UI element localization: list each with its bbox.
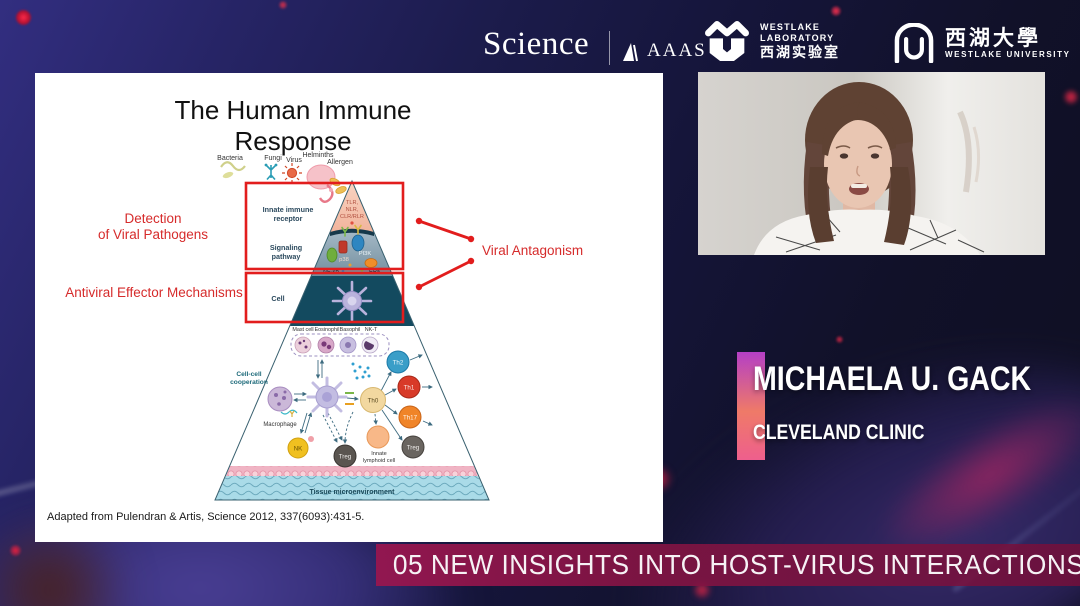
receptor-text: TLR, NLR, CLR/RLR: [340, 200, 364, 220]
svg-text:NLR,: NLR,: [346, 207, 359, 213]
red-bokeh-dot: [1064, 90, 1078, 104]
svg-text:CLR/RLR: CLR/RLR: [340, 214, 364, 220]
red-bokeh-dot: [836, 336, 843, 343]
session-banner: 05 NEW INSIGHTS INTO HOST-VIRUS INTERACT…: [376, 544, 1080, 586]
westlake-university-logo: 西湖大學 WESTLAKE UNIVERSITY: [893, 23, 1071, 63]
immune-pyramid-diagram: Bacteria Fungi Virus Helminths Allergen: [65, 152, 583, 501]
svg-text:Helminths: Helminths: [302, 152, 334, 159]
speaker-portrait: [698, 72, 1045, 255]
svg-text:p38: p38: [339, 257, 349, 263]
svg-text:cooperation: cooperation: [230, 379, 268, 386]
aaas-logo: AAAS: [622, 40, 707, 62]
red-bokeh-dot: [694, 582, 710, 598]
detection-label-line2: of Viral Pathogens: [98, 227, 208, 242]
svg-text:Innate immune: Innate immune: [263, 205, 314, 214]
svg-text:lymphoid cell: lymphoid cell: [363, 458, 395, 464]
svg-text:Th0: Th0: [368, 398, 379, 405]
speaker-affiliation: CLEVELAND CLINIC: [753, 421, 925, 444]
svg-text:Innate: Innate: [371, 451, 387, 457]
red-bokeh-dot: [10, 545, 21, 556]
svg-text:Cell: Cell: [271, 294, 284, 303]
signaling-molecules: [326, 234, 378, 273]
svg-text:Th1: Th1: [404, 385, 415, 392]
cooperation-label: Cell-cell cooperation: [230, 371, 268, 386]
svg-text:Mast cell: Mast cell: [292, 327, 313, 333]
speaker-accent-bar: [737, 352, 765, 460]
westlake-university-icon: [894, 23, 934, 63]
ilc-label: Innate lymphoid cell: [363, 451, 395, 464]
westlake-laboratory-en2: LABORATORY: [760, 33, 835, 43]
interaction-arrows: [293, 354, 433, 444]
svg-text:NK: NK: [294, 446, 303, 453]
red-bokeh-dot: [16, 10, 31, 25]
t-cell-circles: Th0 Th2 Th1 Th17 Treg Treg NK: [287, 350, 425, 468]
svg-text:pathway: pathway: [272, 252, 301, 261]
red-bokeh-dot: [831, 6, 841, 16]
presentation-slide: The Human Immune Response: [35, 73, 663, 542]
central-dendritic-cell: [306, 376, 354, 418]
svg-text:Eosinophil: Eosinophil: [315, 327, 340, 333]
pathogen-labels: Bacteria Fungi Virus Helminths Allergen: [217, 152, 353, 166]
slide-citation: Adapted from Pulendran & Artis, Science …: [47, 511, 365, 523]
svg-text:Treg: Treg: [339, 454, 352, 461]
svg-text:NK-T: NK-T: [365, 327, 378, 333]
westlake-laboratory-cn: 西湖实验室: [760, 44, 840, 60]
slide-title: The Human Immune Response: [174, 95, 412, 156]
svg-text:Th17: Th17: [403, 415, 418, 422]
svg-text:TLR,: TLR,: [346, 200, 359, 206]
svg-text:Fungi: Fungi: [264, 155, 282, 162]
effector-label: Antiviral Effector Mechanisms: [65, 285, 243, 300]
westlake-university-en: WESTLAKE UNIVERSITY: [945, 49, 1071, 59]
header-bar: Science AAAS WESTLAKE LABORATORY 西湖实验室: [0, 0, 1080, 72]
svg-text:receptor: receptor: [274, 214, 303, 223]
svg-text:Bacteria: Bacteria: [217, 155, 243, 162]
westlake-laboratory-logo: WESTLAKE LABORATORY 西湖实验室: [703, 21, 840, 61]
receptor-icons: [341, 221, 362, 237]
westlake-laboratory-icon: [705, 21, 750, 61]
detection-label-line1: Detection: [124, 211, 181, 226]
header-divider: [609, 31, 610, 65]
red-bokeh-dot: [279, 1, 287, 9]
macrophage-label: Macrophage: [263, 422, 297, 428]
innate-cell-row: [290, 333, 390, 357]
science-logo: Science: [483, 26, 590, 62]
innate-cell-labels: Mast cell Eosinophil Basophil NK-T: [292, 327, 378, 333]
cell-section-dendritic-cell: [331, 280, 373, 322]
tissue-label: Tissue microenvironment: [309, 489, 395, 496]
svg-text:Th2: Th2: [393, 360, 404, 367]
speaker-video: [698, 72, 1045, 255]
zone-labels: Innate immune receptor Signaling pathway…: [263, 205, 314, 303]
svg-text:Cell-cell: Cell-cell: [236, 371, 261, 378]
westlake-laboratory-en1: WESTLAKE: [760, 22, 821, 32]
red-annotation-overlay: Detection of Viral Pathogens Antiviral E…: [65, 181, 583, 324]
svg-text:Basophil: Basophil: [340, 327, 361, 333]
macrophage-cell: [267, 386, 298, 417]
speaker-face: [824, 120, 892, 208]
aaas-label: AAAS: [647, 40, 707, 61]
svg-text:PI3K: PI3K: [359, 251, 372, 257]
aaas-mark-icon: [623, 43, 638, 62]
session-banner-text: 05 NEW INSIGHTS INTO HOST-VIRUS INTERACT…: [392, 549, 1080, 580]
svg-text:Signaling: Signaling: [270, 243, 302, 252]
svg-text:Treg: Treg: [407, 445, 420, 452]
svg-text:Allergen: Allergen: [327, 159, 353, 166]
westlake-university-cn: 西湖大學: [945, 26, 1041, 50]
cytokine-dots: [351, 362, 371, 380]
speaker-name: MICHAELA U. GACK: [753, 360, 1032, 398]
svg-text:Virus: Virus: [286, 157, 302, 164]
antagonism-label: Viral Antagonism: [482, 243, 583, 258]
